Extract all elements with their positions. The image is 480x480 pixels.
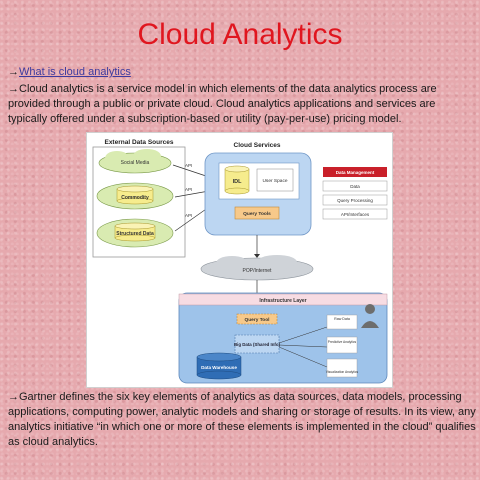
legend-header [323,167,387,177]
legend-item-query-processing-label: Query Processing [337,198,373,203]
visualization-analytics-label: Visualization Analytics [326,370,359,374]
predictive-analytics-label: Predictive Analytics [328,340,357,344]
infrastructure-layer-label: Infrastructure Layer [259,298,306,304]
source-label-social-media: Social Media [121,160,150,166]
api-label-2: API [185,187,192,192]
connector-arrowhead [254,254,260,258]
source-label-structured-data: Structured Data [116,231,154,237]
user-space-box [256,168,294,192]
api-label-3: API [185,213,192,218]
topic-link-line: →What is cloud analytics [8,66,131,78]
intro-paragraph-text: Cloud analytics is a service model in wh… [8,83,437,125]
query-tools-label: Query Tools [243,211,271,217]
slide-title: Cloud Analytics [137,18,343,51]
user-icon [361,304,379,328]
query-tool-label: Query Tool [245,317,270,323]
user-space-label: User Space [262,178,287,184]
visualization-analytics-card [326,358,358,378]
network-label: POP/Internet [243,268,273,274]
arrow-icon: → [8,391,19,403]
cloud-services-title: Cloud Services [234,142,281,149]
predictive-analytics-card [326,336,358,354]
legend-item-api-interfaces [322,208,388,220]
arrow-icon: → [8,83,19,95]
source-cloud-commodity: Commodity [96,182,174,210]
external-sources-title: External Data Sources [104,139,173,146]
idl-label: IDL [233,179,243,185]
legend-item-query-processing [322,194,388,206]
data-warehouse-cylinder [196,352,242,380]
gartner-paragraph: →Gartner defines the six key elements of… [8,390,476,450]
network-cloud: POP/Internet [200,255,314,281]
data-warehouse-label: Data Warehouse [201,365,237,370]
topic-link[interactable]: What is cloud analytics [19,66,131,78]
idl-cylinder [224,165,250,195]
legend-item-api-interfaces-label: API/Interfaces [341,212,370,217]
infrastructure-layer-bar [178,293,388,306]
big-data-box [234,334,280,354]
legend-item-data-label: Data [350,184,360,189]
cloud-analytics-diagram: External Data Sources Social Media Commo… [86,132,393,388]
api-label-1: API [185,163,192,168]
query-tool-box [236,313,278,325]
source-label-commodity: Commodity [121,195,149,201]
intro-paragraph: →Cloud analytics is a service model in w… [8,82,476,127]
arrow-icon: → [8,66,19,78]
big-data-label: Big Data (Shared Info) [234,342,281,347]
raw-data-label: Raw Data [334,317,350,321]
legend-header-label: Data Management [336,170,375,175]
source-cloud-social-media: Social Media [98,149,172,174]
gartner-paragraph-text: Gartner defines the six key elements of … [8,391,476,448]
raw-data-card [326,314,358,330]
source-cloud-structured-data: Structured Data [96,218,174,248]
legend-item-data [322,180,388,192]
query-tools-box [234,206,280,220]
api-arrows [172,164,210,232]
analytics-links [278,326,328,368]
